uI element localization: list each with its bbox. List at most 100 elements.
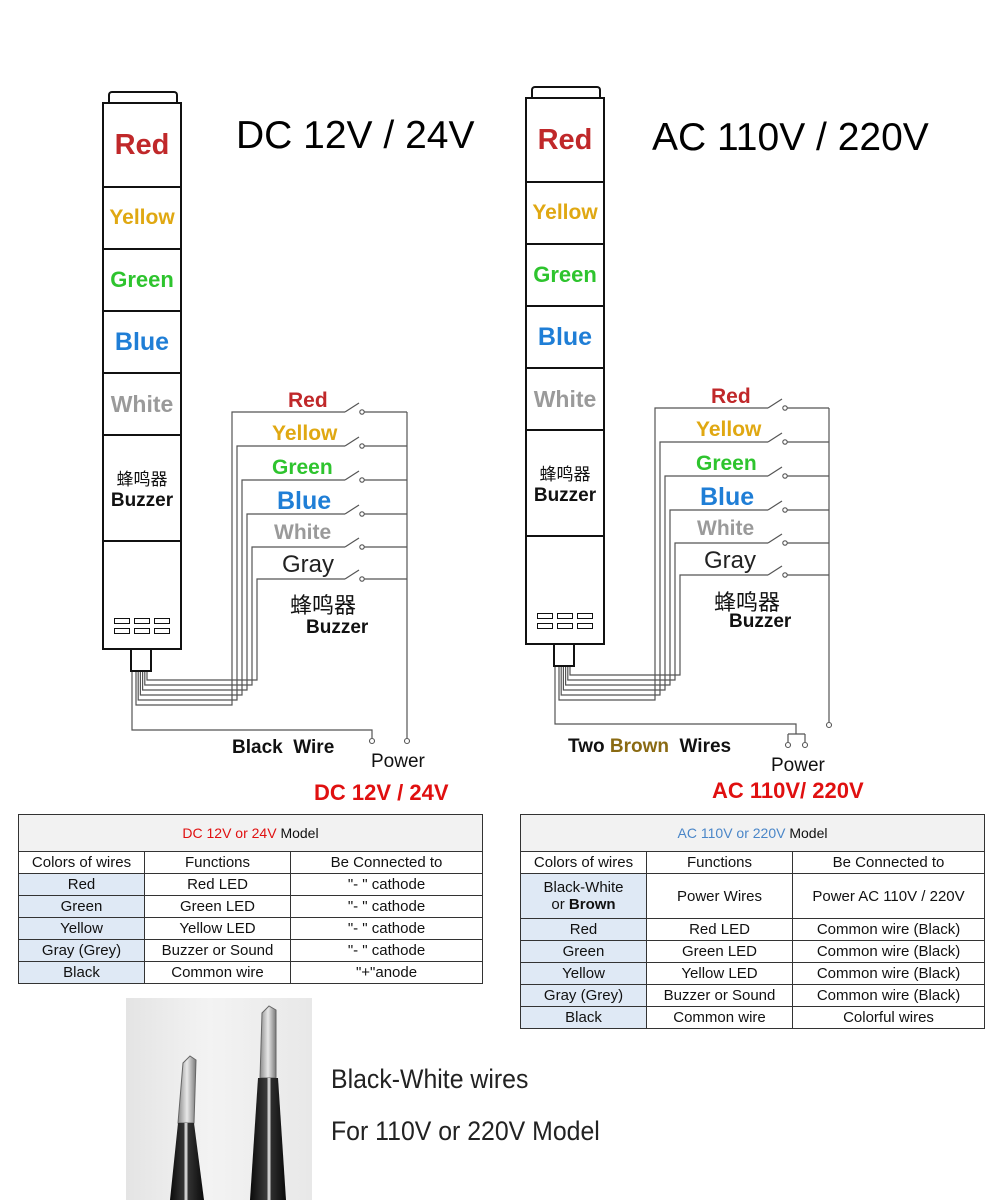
ac-cable-connector xyxy=(553,643,575,667)
dc-wire-label-green: Green xyxy=(272,456,333,479)
dc-row-function: Red LED xyxy=(144,873,291,896)
dc-tower-segment-blue: Blue xyxy=(104,312,180,374)
power-terminal-b xyxy=(801,741,809,749)
dc-tower-vents xyxy=(114,618,170,634)
dc-model-title: DC 12V / 24V xyxy=(314,780,449,805)
signal-wire xyxy=(569,574,768,676)
wiring-diagram xyxy=(0,398,833,749)
dc-row-connection: "- " cathode xyxy=(290,939,483,962)
switch-contact xyxy=(782,540,788,546)
dc-col-header-colors: Colors of wires xyxy=(18,851,145,874)
ac-row-connection: Common wire (Black) xyxy=(791,918,986,941)
dc-row-wire-color: Yellow xyxy=(18,917,145,940)
ac-row-wire-color: Black xyxy=(520,1006,647,1029)
dc-row-connection: "+"anode xyxy=(290,961,483,984)
ac-power-wire-connection: Power AC 110V / 220V xyxy=(791,873,986,919)
ac-row-function: Red LED xyxy=(646,918,793,941)
dc-wire-buzzer-en: Buzzer xyxy=(306,617,369,638)
power-terminal xyxy=(403,737,411,745)
switch-blade xyxy=(767,398,783,409)
dc-row-function: Green LED xyxy=(144,895,291,918)
switch-blade xyxy=(344,470,360,481)
switch-blade xyxy=(767,432,783,443)
dc-wire-label-blue: Blue xyxy=(277,487,332,515)
ac-tower-segment-buzzer: 蜂鸣器 Buzzer xyxy=(527,431,603,537)
signal-wire xyxy=(135,411,345,706)
dc-col-header-functions: Functions xyxy=(144,851,291,874)
switch-blade xyxy=(344,436,360,447)
ac-common-wire-label: Two Brown Wires xyxy=(568,736,732,757)
switch-contact xyxy=(782,507,788,513)
dc-voltage-title: DC 12V / 24V xyxy=(236,114,475,157)
dc-wire-label-red: Red xyxy=(288,389,328,412)
ac-wire-buzzer-zh: 蜂鸣器 xyxy=(714,590,781,615)
switch-blade xyxy=(344,569,360,580)
ac-signal-tower: Red Yellow Green Blue White 蜂鸣器 Buzzer xyxy=(525,97,605,645)
ac-tower-segment-blue: Blue xyxy=(527,307,603,369)
ac-wire-label-white: White xyxy=(697,517,755,540)
ac-spec-table: AC 110V or 220V Model Colors of wires Fu… xyxy=(519,814,986,1029)
dc-col-header-connected: Be Connected to xyxy=(290,851,483,874)
signal-wire xyxy=(142,513,345,691)
signal-wire xyxy=(565,509,768,686)
dc-row-function: Yellow LED xyxy=(144,917,291,940)
ac-tower-segment-white: White xyxy=(527,369,603,431)
ac-row-connection: Common wire (Black) xyxy=(791,962,986,985)
switch-blade xyxy=(767,565,783,576)
ac-power-label: Power xyxy=(771,755,825,776)
switch-contact xyxy=(782,439,788,445)
signal-wire xyxy=(560,441,768,696)
dc-tower-base xyxy=(104,542,180,648)
dc-common-wire-label: Black Wire xyxy=(232,737,335,758)
dc-cable-connector xyxy=(130,648,152,672)
ac-wiring xyxy=(554,398,833,749)
switch-blade xyxy=(767,500,783,511)
ac-table-title: AC 110V or 220V Model xyxy=(519,814,986,852)
ac-row-wire-color: Yellow xyxy=(520,962,647,985)
dc-wire-label-white: White xyxy=(274,521,332,544)
dc-tower-segment-buzzer: 蜂鸣器 Buzzer xyxy=(104,436,180,542)
ac-row-connection: Common wire (Black) xyxy=(791,984,986,1007)
switch-contact xyxy=(359,409,365,415)
dc-row-connection: "- " cathode xyxy=(290,895,483,918)
ac-row-connection: Common wire (Black) xyxy=(791,940,986,963)
ac-tower-base xyxy=(527,537,603,643)
ac-row-function: Common wire xyxy=(646,1006,793,1029)
dc-table-title: DC 12V or 24V Model xyxy=(18,814,483,852)
dc-tower-segment-white: White xyxy=(104,374,180,436)
signal-wire xyxy=(146,578,345,681)
ac-tower-segment-red: Red xyxy=(527,99,603,183)
ac-tower-segment-green: Green xyxy=(527,245,603,307)
dc-wire-label-gray: Gray xyxy=(282,551,335,578)
table-row: Gray (Grey)Buzzer or Sound"- " cathode xyxy=(18,939,483,962)
dc-row-wire-color: Green xyxy=(18,895,145,918)
ac-col-header-functions: Functions xyxy=(646,851,793,874)
ac-power-wire-function: Power Wires xyxy=(646,873,793,919)
dc-tower-segment-yellow: Yellow xyxy=(104,188,180,250)
switch-contact xyxy=(359,477,365,483)
signal-wire xyxy=(139,479,345,696)
power-terminal-a xyxy=(784,741,792,749)
ac-tower-buzzer-en: Buzzer xyxy=(533,484,597,506)
signal-wire xyxy=(567,542,768,681)
signal-wire xyxy=(144,546,345,686)
common-terminal xyxy=(368,737,376,745)
dc-row-function: Common wire xyxy=(144,961,291,984)
dc-row-wire-color: Gray (Grey) xyxy=(18,939,145,962)
dc-tower-cap xyxy=(108,91,178,103)
common-wire xyxy=(554,667,806,742)
ac-wire-label-blue: Blue xyxy=(700,483,755,511)
ac-row-connection: Colorful wires xyxy=(791,1006,986,1029)
switch-contact xyxy=(782,473,788,479)
switch-contact xyxy=(359,443,365,449)
ac-wire-label-green: Green xyxy=(696,452,757,475)
photo-caption-line1: Black-White wires xyxy=(331,1064,529,1094)
